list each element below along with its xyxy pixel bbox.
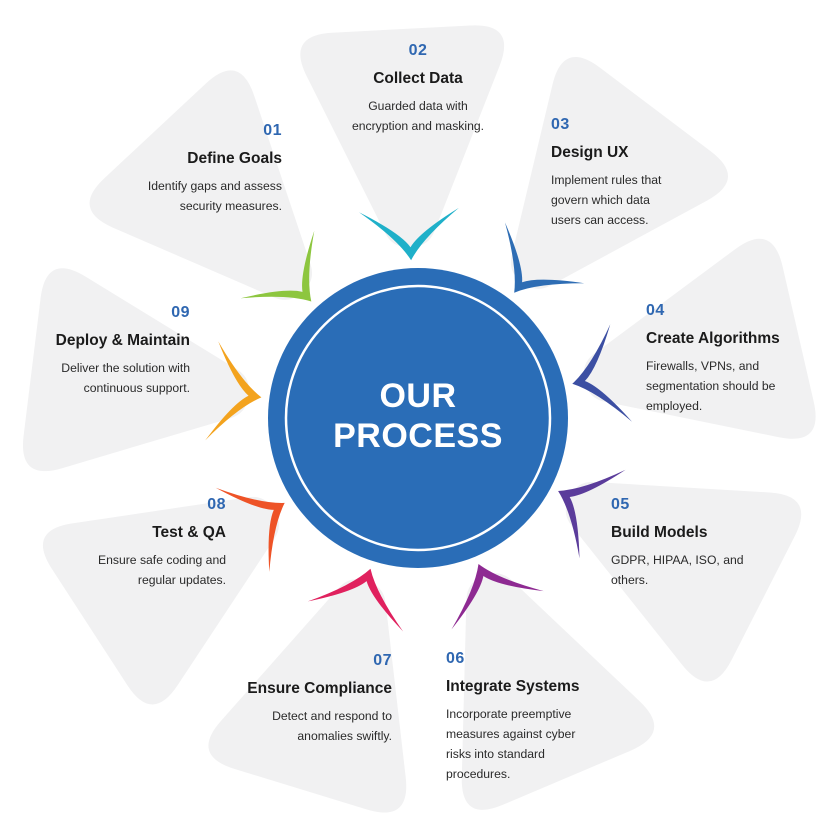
hub-ring: [284, 284, 552, 552]
step-title: Design UX: [551, 144, 629, 161]
step-panel-02: [300, 25, 505, 248]
step-description: Detect and respond to anomalies swiftly.: [272, 709, 392, 743]
step-panel-03: [510, 57, 729, 289]
step-chevron-02: [359, 207, 459, 261]
step-chevron-08: [215, 487, 285, 572]
step-08: 08 Test & QA Ensure safe coding and regu…: [74, 496, 226, 590]
step-description: Firewalls, VPNs, and segmentation should…: [646, 359, 776, 413]
step-panel-01: [89, 70, 313, 300]
step-chevron-05: [558, 469, 626, 559]
step-title: Test & QA: [152, 524, 226, 541]
step-description: Identify gaps and assess security measur…: [147, 179, 282, 213]
step-06: 06 Integrate Systems Incorporate preempt…: [446, 650, 596, 784]
step-panel-09: [22, 268, 249, 472]
step-02: 02 Collect Data Guarded data with encryp…: [348, 42, 488, 136]
step-panel-06: [461, 573, 655, 810]
step-chevron-01: [240, 230, 315, 302]
step-description: Implement rules that govern which data u…: [551, 173, 662, 227]
step-description: GDPR, HIPAA, ISO, and others.: [611, 553, 744, 587]
step-description: Incorporate preemptive measures against …: [446, 707, 576, 781]
step-title: Ensure Compliance: [247, 680, 392, 697]
center-title: OUR PROCESS: [278, 376, 558, 456]
step-number: 01: [263, 122, 282, 139]
step-04: 04 Create Algorithms Firewalls, VPNs, an…: [646, 302, 796, 416]
hub-circle: [268, 268, 568, 568]
step-09: 09 Deploy & Maintain Deliver the solutio…: [40, 304, 190, 398]
step-chevron-06: [451, 564, 544, 630]
step-title: Define Goals: [187, 150, 282, 167]
step-number: 06: [446, 650, 465, 667]
step-01: 01 Define Goals Identify gaps and assess…: [140, 122, 282, 216]
step-description: Guarded data with encryption and masking…: [351, 99, 485, 133]
step-number: 04: [646, 302, 665, 319]
step-number: 08: [207, 496, 226, 513]
step-05: 05 Build Models GDPR, HIPAA, ISO, and ot…: [611, 496, 751, 590]
step-title: Build Models: [611, 524, 708, 541]
step-03: 03 Design UX Implement rules that govern…: [551, 116, 671, 230]
step-title: Integrate Systems: [446, 678, 580, 695]
step-number: 03: [551, 116, 570, 133]
step-panel-05: [565, 481, 802, 682]
step-title: Deploy & Maintain: [55, 332, 190, 349]
step-chevron-09: [205, 341, 262, 441]
step-chevron-04: [572, 324, 632, 422]
step-panel-08: [42, 496, 279, 705]
center-title-line1: OUR: [379, 377, 457, 415]
step-title: Collect Data: [373, 70, 463, 87]
step-number: 09: [171, 304, 190, 321]
center-title-line2: PROCESS: [333, 417, 503, 455]
step-number: 02: [408, 42, 428, 59]
step-title: Create Algorithms: [646, 330, 780, 347]
step-chevron-07: [307, 568, 404, 632]
step-description: Deliver the solution with continuous sup…: [61, 361, 190, 395]
step-panel-07: [208, 579, 407, 813]
step-number: 05: [611, 496, 630, 513]
step-number: 07: [373, 652, 392, 669]
step-description: Ensure safe coding and regular updates.: [97, 553, 226, 587]
step-panel-04: [583, 238, 816, 439]
step-07: 07 Ensure Compliance Detect and respond …: [236, 652, 392, 746]
